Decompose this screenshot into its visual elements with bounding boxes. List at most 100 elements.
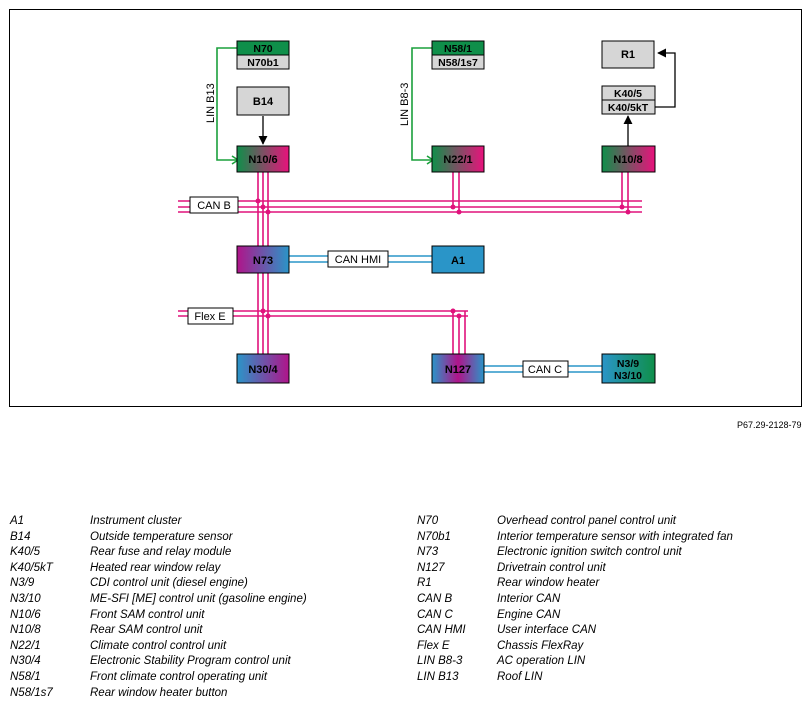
unit-n30-4-label: N30/4 <box>248 364 278 376</box>
unit-n70b1-label: N70b1 <box>247 57 279 69</box>
legend-code: N58/1s7 <box>10 686 53 699</box>
unit-n70-label: N70 <box>253 43 272 55</box>
unit-n127: N127 <box>431 353 485 384</box>
legend-row: N70b1 Interior temperature sensor with in… <box>417 530 733 546</box>
legend-code: A1 <box>10 515 25 527</box>
legend-description: Electronic Stability Program control uni… <box>90 655 291 668</box>
can-b-bus <box>178 172 642 246</box>
k40-5kt-to-r1-arrow <box>655 48 676 108</box>
legend-row: CAN C Engine CAN <box>417 608 733 624</box>
legend-description: Rear window heater button <box>90 686 228 699</box>
legend-code: N3/9 <box>10 577 35 590</box>
unit-n58-1-label: N58/1 <box>444 43 472 55</box>
legend-row: N3/9 CDI control unit (diesel engine) <box>10 576 307 592</box>
legend-description: ME-SFI [ME] control unit (gasoline engin… <box>90 592 307 605</box>
unit-n73: N73 <box>236 245 290 274</box>
legend-description: Engine CAN <box>497 608 561 621</box>
legend-description: AC operation LIN <box>497 655 586 668</box>
legend-row: N127 Drivetrain control unit <box>417 561 733 577</box>
legend-code: N73 <box>417 546 439 559</box>
legend-description: Outside temperature sensor <box>90 530 233 543</box>
unit-n10-6-label: N10/6 <box>248 154 277 166</box>
legend-description: Rear SAM control unit <box>90 624 203 637</box>
figure-reference: P67.29-2128-79 <box>737 420 802 430</box>
legend-description: Roof LIN <box>497 670 543 683</box>
legend-row: N58/1s7 Rear window heater button <box>10 686 307 702</box>
unit-n10-8-label: N10/8 <box>613 154 642 166</box>
legend-code: N58/1 <box>10 670 41 683</box>
unit-n70b1: N70b1 <box>236 54 290 70</box>
flex-e-junctions <box>260 308 462 319</box>
legend-code: N70b1 <box>417 530 451 543</box>
legend-row: Flex E Chassis FlexRay <box>417 639 733 655</box>
legend-description: Front climate control operating unit <box>90 670 268 683</box>
legend-description: Overhead control panel control unit <box>497 515 676 527</box>
can-b-label: CAN B <box>197 200 231 212</box>
legend-row: K40/5 Rear fuse and relay module <box>10 545 307 561</box>
network-diagram: LIN B13 LIN B8-3 CAN B <box>178 40 676 384</box>
unit-n70: N70 <box>236 40 290 56</box>
legend-code: K40/5kT <box>10 561 53 574</box>
legend-code: B14 <box>10 530 31 543</box>
unit-n10-6: N10/6 <box>236 145 290 173</box>
legend-description: Climate control control unit <box>90 639 227 652</box>
legend-row: B14 Outside temperature sensor <box>10 530 307 546</box>
legend-code: R1 <box>417 577 432 590</box>
legend-row: N70 Overhead control panel control unit <box>417 514 733 530</box>
can-b-tag <box>189 196 239 214</box>
unit-n3-9-n3-10: N3/9 N3/10 <box>601 353 656 384</box>
unit-n58-1s7-label: N58/1s7 <box>438 57 478 69</box>
unit-n58-1: N58/1 <box>431 40 485 56</box>
can-b-junctions <box>255 198 631 215</box>
legend-row: N58/1 Front climate control operating uni… <box>10 670 307 686</box>
legend-description: Rear fuse and relay module <box>90 546 232 559</box>
unit-k40-5-label: K40/5 <box>614 88 642 100</box>
lin-b8-3-line: LIN B8-3 <box>399 47 435 165</box>
unit-r1: R1 <box>601 40 655 69</box>
legend-code: K40/5 <box>10 546 41 559</box>
legend-description: Chassis FlexRay <box>497 639 584 652</box>
unit-n3-9-label: N3/9 <box>617 358 639 370</box>
legend-description: Interior CAN <box>497 592 561 605</box>
unit-n3-10-label: N3/10 <box>614 370 642 382</box>
legend-code: N10/6 <box>10 608 41 621</box>
unit-n127-label: N127 <box>445 364 471 376</box>
legend-code: LIN B13 <box>417 670 459 683</box>
unit-b14: B14 <box>236 86 290 116</box>
legend-description: Heated rear window relay <box>90 561 221 574</box>
legend-code: CAN C <box>417 608 453 621</box>
unit-k40-5kt: K40/5kT <box>601 99 656 115</box>
lin-b8-3-label: LIN B8-3 <box>399 83 411 126</box>
legend-row: N30/4 Electronic Stability Program contro… <box>10 654 307 670</box>
unit-k40-5kt-label: K40/5kT <box>608 102 649 114</box>
legend-description: User interface CAN <box>497 624 597 637</box>
unit-n22-1-label: N22/1 <box>443 154 472 166</box>
unit-k40-5: K40/5 <box>601 85 656 101</box>
flex-e-label: Flex E <box>194 311 225 323</box>
legend-description: Front SAM control unit <box>90 608 205 621</box>
legend-code: N30/4 <box>10 655 41 668</box>
unit-a1-label: A1 <box>451 255 465 267</box>
legend-description: CDI control unit (diesel engine) <box>90 577 248 590</box>
legend-description: Drivetrain control unit <box>497 561 606 574</box>
legend-code: N70 <box>417 515 439 527</box>
legend-code: N127 <box>417 561 445 574</box>
unit-n30-4: N30/4 <box>236 353 290 384</box>
can-c-tag <box>522 360 569 378</box>
unit-n10-8: N10/8 <box>601 145 656 173</box>
legend-code: N10/8 <box>10 624 41 637</box>
legend-row: N10/8 Rear SAM control unit <box>10 623 307 639</box>
can-c-label: CAN C <box>528 364 562 376</box>
legend-description: Interior temperature sensor with integra… <box>497 530 733 543</box>
lin-b13-line: LIN B13 <box>205 47 240 165</box>
legend-row: LIN B13 Roof LIN <box>417 670 733 686</box>
legend-code: Flex E <box>417 639 450 652</box>
